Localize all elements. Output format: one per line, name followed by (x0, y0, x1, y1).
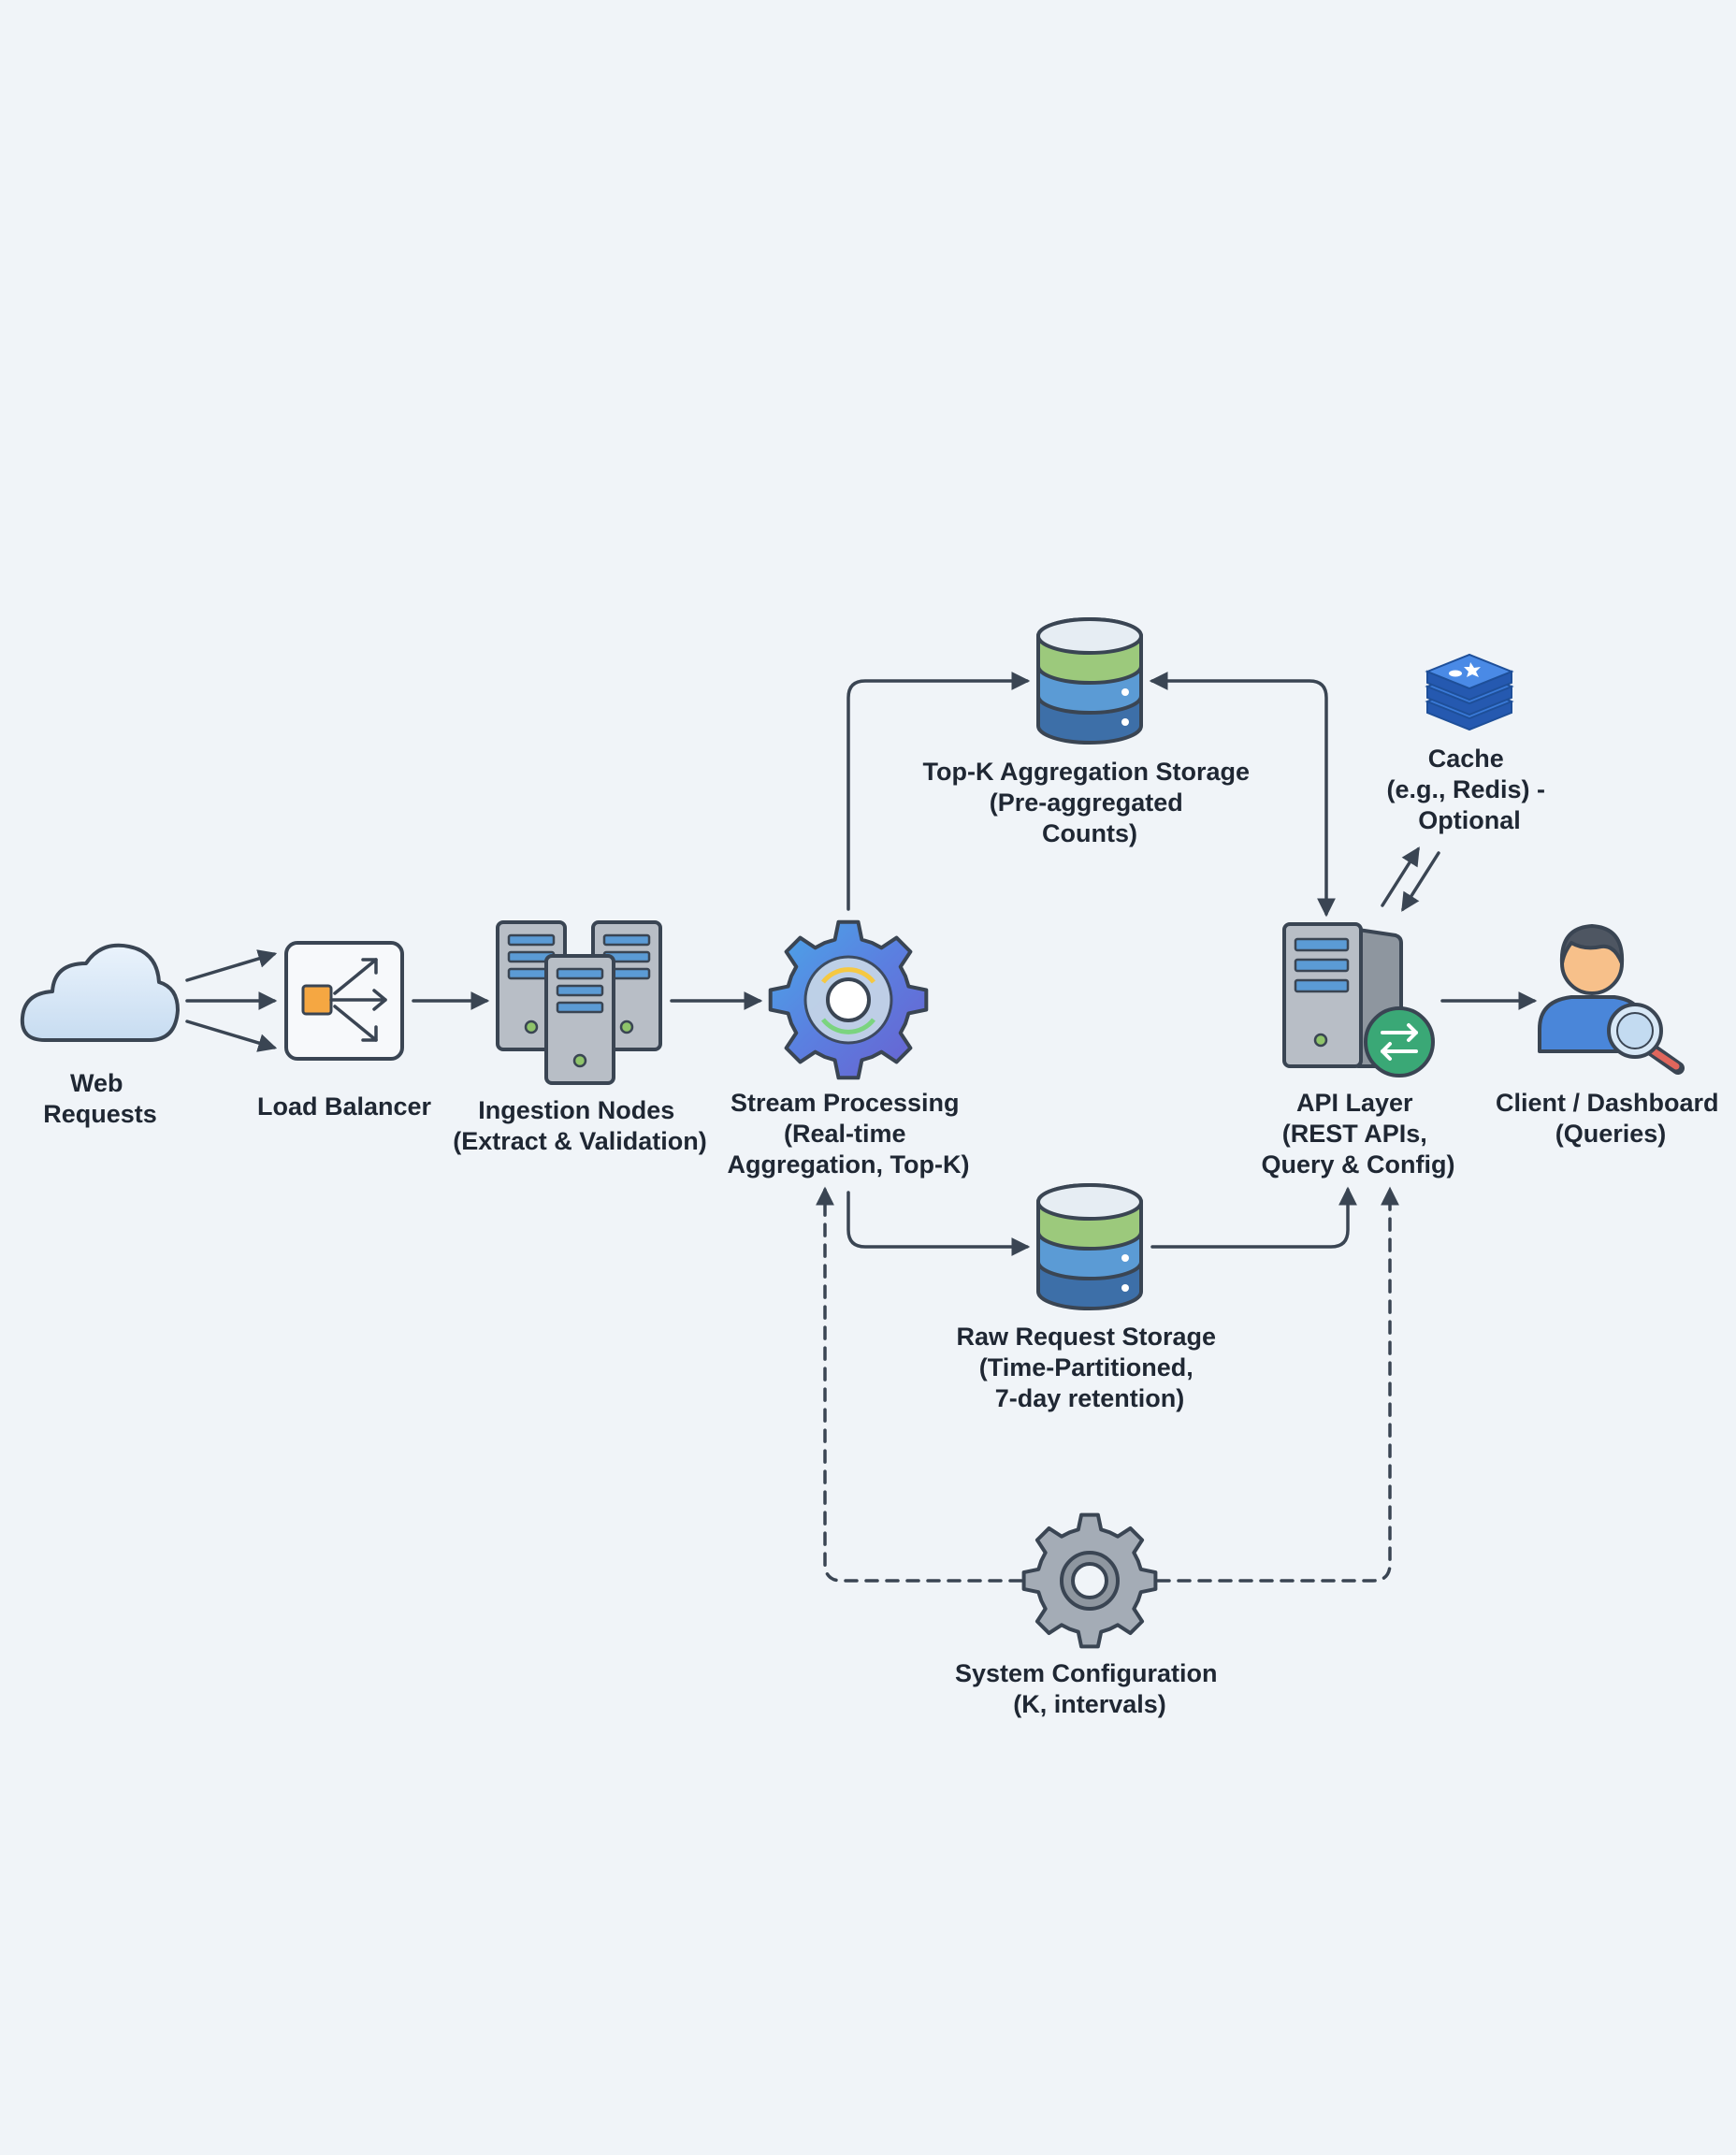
arrow-web-to-lb-bot (185, 1020, 278, 1052)
server-unit-front (544, 954, 615, 1085)
client-dashboard-label: Client / Dashboard (Queries) (1496, 1089, 1726, 1148)
dashed-config-to-api (1156, 1186, 1399, 1583)
api-layer-label-line2: (REST APIs, (1282, 1120, 1427, 1148)
arrow-stream-to-raw (846, 1191, 1031, 1256)
topk-storage-label-line3: Counts) (1042, 819, 1137, 847)
stream-processing-label-line1: Stream Processing (731, 1089, 960, 1117)
api-layer-label-line3: Query & Config) (1262, 1150, 1455, 1179)
cache-label-line1: Cache (1428, 745, 1504, 773)
cache-label-line2: (e.g., Redis) - (1386, 775, 1545, 803)
redis-icon (1425, 653, 1514, 731)
web-requests-label-line2: Requests (43, 1100, 157, 1128)
arrow-topk-api-bidirectional (1149, 672, 1336, 918)
api-layer-label: API Layer (REST APIs, Query & Config) (1262, 1089, 1455, 1179)
connectors (185, 672, 1538, 1583)
arrow-raw-to-api (1150, 1186, 1357, 1249)
node-system-configuration: System Configuration (K, intervals) (955, 1512, 1224, 1718)
raw-storage-label-line3: 7-day retention) (995, 1384, 1185, 1412)
dashed-config-to-stream (816, 1186, 1023, 1583)
gear-icon (1021, 1512, 1158, 1649)
topk-storage-label: Top-K Aggregation Storage (Pre-aggregate… (923, 758, 1257, 847)
swap-arrows-icon (1364, 1006, 1435, 1078)
node-web-requests: Web Requests (20, 943, 180, 1128)
load-balancer-label-line1: Load Balancer (257, 1092, 432, 1121)
stream-processing-label-line2: (Real-time (784, 1120, 906, 1148)
node-ingestion-nodes: Ingestion Nodes (Extract & Validation) (453, 920, 707, 1155)
cache-label-line3: Optional (1418, 806, 1521, 834)
stream-processing-label-line3: Aggregation, Top-K) (728, 1150, 970, 1179)
ingestion-nodes-label-line2: (Extract & Validation) (453, 1127, 707, 1155)
system-configuration-label-line2: (K, intervals) (1013, 1690, 1166, 1718)
load-balancer-icon (284, 941, 404, 1061)
server-icon (1282, 922, 1435, 1078)
ingestion-nodes-label-line1: Ingestion Nodes (478, 1096, 674, 1124)
node-raw-storage: Raw Request Storage (Time-Partitioned, 7… (956, 1183, 1222, 1412)
arrow-cache-to-api (1401, 851, 1440, 912)
arrow-api-to-cache (1381, 846, 1420, 907)
api-layer-label-line1: API Layer (1296, 1089, 1413, 1117)
load-balancer-label: Load Balancer (257, 1092, 432, 1121)
system-configuration-label: System Configuration (K, intervals) (955, 1659, 1224, 1718)
raw-storage-label-line2: (Time-Partitioned, (979, 1353, 1194, 1381)
gear-icon (768, 919, 929, 1080)
system-configuration-label-line1: System Configuration (955, 1659, 1218, 1687)
web-requests-label-line1: Web (70, 1069, 123, 1097)
client-dashboard-label-line2: (Queries) (1555, 1120, 1667, 1148)
node-load-balancer: Load Balancer (257, 941, 432, 1121)
topk-storage-label-line2: (Pre-aggregated (990, 788, 1183, 817)
client-dashboard-label-line1: Client / Dashboard (1496, 1089, 1719, 1117)
server-cluster-icon (496, 920, 662, 1085)
user-search-icon (1538, 924, 1685, 1075)
node-topk-storage: Top-K Aggregation Storage (Pre-aggregate… (923, 617, 1257, 847)
web-requests-label: Web Requests (43, 1069, 157, 1128)
raw-storage-label: Raw Request Storage (Time-Partitioned, 7… (956, 1323, 1222, 1412)
arrow-stream-to-topk (846, 672, 1031, 911)
database-icon (1036, 1183, 1143, 1310)
cloud-icon (20, 943, 180, 1042)
node-cache: Cache (e.g., Redis) - Optional (1386, 653, 1552, 834)
arrow-web-to-lb-top (185, 949, 278, 982)
database-icon (1036, 617, 1143, 745)
stream-processing-label: Stream Processing (Real-time Aggregation… (728, 1089, 970, 1179)
ingestion-nodes-label: Ingestion Nodes (Extract & Validation) (453, 1096, 707, 1155)
node-stream-processing: Stream Processing (Real-time Aggregation… (728, 919, 970, 1179)
node-client-dashboard: Client / Dashboard (Queries) (1496, 924, 1726, 1148)
cache-label: Cache (e.g., Redis) - Optional (1386, 745, 1552, 834)
node-api-layer: API Layer (REST APIs, Query & Config) (1262, 922, 1455, 1179)
topk-storage-label-line1: Top-K Aggregation Storage (923, 758, 1250, 786)
raw-storage-label-line1: Raw Request Storage (956, 1323, 1216, 1351)
